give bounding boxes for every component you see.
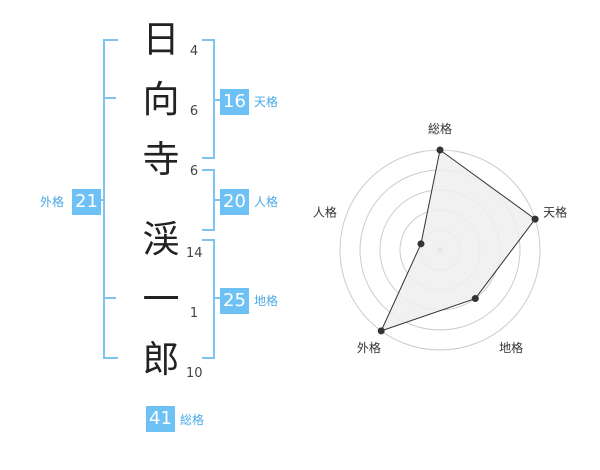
name-char-3: 寺: [142, 138, 180, 181]
radar-axis-label: 地格: [499, 340, 523, 355]
radar-point: [377, 327, 385, 335]
stroke-count-4: 14: [186, 246, 203, 261]
name-char-2: 向: [142, 78, 180, 121]
stroke-count-1: 4: [189, 44, 199, 59]
radar-points: [377, 146, 539, 335]
soukaku-label: 総格: [180, 413, 205, 427]
radar-axis-label: 外格: [357, 340, 381, 355]
name-char-1: 日: [142, 18, 180, 61]
radar-point: [436, 146, 444, 154]
stroke-count-6: 10: [186, 366, 203, 381]
chikaku-label: 地格: [254, 294, 279, 308]
name-char-6: 郎: [142, 338, 180, 381]
jinkaku-value: 20: [220, 189, 249, 215]
gaikaku-label: 外格: [40, 195, 65, 209]
stroke-count-3: 6: [189, 164, 199, 179]
name-char-5: 一: [142, 278, 180, 321]
soukaku-value: 41: [146, 406, 175, 432]
radar-axis-label: 総格: [428, 121, 452, 136]
stroke-count-2: 6: [189, 104, 199, 119]
jinkaku-label: 人格: [254, 195, 279, 209]
tenkaku-value: 16: [220, 89, 249, 115]
stroke-count-5: 1: [189, 306, 199, 321]
radar-point: [471, 295, 479, 303]
radar-point: [417, 240, 425, 248]
radar-point: [531, 215, 539, 223]
gaikaku-value: 21: [72, 189, 101, 215]
chikaku-value: 25: [220, 288, 249, 314]
radar-axis-label: 人格: [313, 205, 337, 220]
radar-axis-label: 天格: [543, 205, 567, 220]
tenkaku-label: 天格: [254, 95, 279, 109]
radar-area: [380, 149, 536, 332]
name-char-4: 渓: [142, 218, 180, 261]
